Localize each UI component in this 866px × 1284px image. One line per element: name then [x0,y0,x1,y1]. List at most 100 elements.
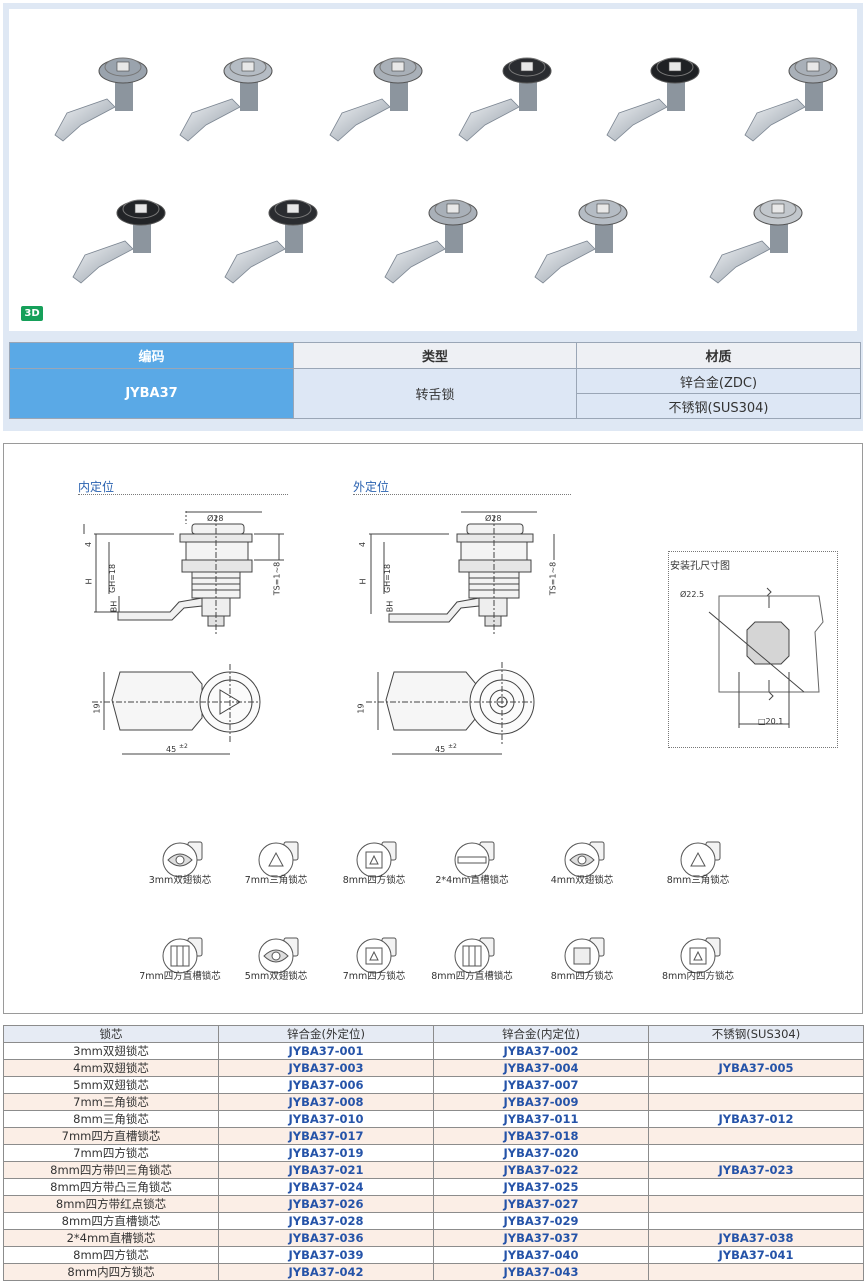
lock-core-icon [162,841,203,878]
part-code-cell: JYBA37-002 [433,1042,649,1060]
part-code-cell: JYBA37-039 [218,1246,434,1264]
lock-core-label: 3mm双翅锁芯 [148,875,212,886]
core-name-cell: 7mm四方锁芯 [3,1144,219,1162]
badge-3d[interactable]: 3D [21,306,43,321]
dim-TS-external: TS=1~8 [548,561,558,596]
dim-H-internal: H [84,578,94,585]
part-code-cell: JYBA37-021 [218,1161,434,1179]
part-code-cell: JYBA37-003 [218,1059,434,1077]
part-code-cell: JYBA37-012 [648,1110,864,1128]
part-code-cell: JYBA37-029 [433,1212,649,1230]
lock-core-label: 7mm四方锁芯 [342,971,406,982]
core-name-cell: 3mm双翅锁芯 [3,1042,219,1060]
dim-TS-internal: TS=1~8 [272,561,282,596]
part-code-cell [648,1093,864,1111]
cam-lock-photo [179,57,273,142]
lock-core-label: 8mm四方锁芯 [550,971,614,982]
lock-core-label: 5mm双翅锁芯 [244,971,308,982]
part-code-cell: JYBA37-008 [218,1093,434,1111]
lock-core-label: 2*4mm直槽锁芯 [435,875,509,886]
part-code-cell: JYBA37-019 [218,1144,434,1162]
cam-lock-photo [54,57,148,142]
part-code-cell: JYBA37-017 [218,1127,434,1145]
lock-core-label: 8mm四方锁芯 [342,875,406,886]
part-code-cell: JYBA37-027 [433,1195,649,1213]
internal-top-view [92,664,261,755]
core-name-cell: 7mm四方直槽锁芯 [3,1127,219,1145]
spec-code: JYBA37 [9,368,294,419]
cam-lock-photo [534,199,628,284]
lock-core-icon [356,841,397,878]
dim-dia28-internal: Ø28 [207,514,224,523]
cam-lock-photo [744,57,838,142]
part-code-cell: JYBA37-042 [218,1263,434,1281]
core-name-cell: 8mm四方带红点锁芯 [3,1195,219,1213]
part-code-cell: JYBA37-040 [433,1246,649,1264]
core-name-cell: 8mm四方带凸三角锁芯 [3,1178,219,1196]
core-name-cell: 8mm内四方锁芯 [3,1263,219,1281]
part-code-cell [648,1076,864,1094]
dim-dia28-external: Ø28 [485,514,502,523]
core-name-cell: 7mm三角锁芯 [3,1093,219,1111]
cam-lock-photo [458,57,552,142]
lock-core-label: 8mm四方直槽锁芯 [431,971,513,982]
spec-material-zdc: 锌合金(ZDC) [576,368,861,394]
external-side-view [369,511,555,634]
cam-lock-photo [72,199,166,284]
lock-core-icon [680,841,721,878]
spec-table: 编码 类型 材质 JYBA37 转舌锁 锌合金(ZDC) 不锈钢(SUS304) [9,342,861,419]
cam-lock-photo [329,57,423,142]
part-code-cell [648,1212,864,1230]
internal-side-view [83,511,284,634]
cam-lock-photo [224,199,318,284]
parts-header-sus: 不锈钢(SUS304) [648,1025,864,1043]
external-top-view [366,662,535,755]
part-code-cell: JYBA37-004 [433,1059,649,1077]
part-code-cell: JYBA37-038 [648,1229,864,1247]
part-code-cell: JYBA37-028 [218,1212,434,1230]
spec-material-sus: 不锈钢(SUS304) [576,393,861,419]
spec-type: 转舌锁 [293,368,577,419]
internal-position-title: 内定位 [78,480,115,494]
core-name-cell: 5mm双翅锁芯 [3,1076,219,1094]
mount-hole-title: 安装孔尺寸图 [670,561,730,572]
part-code-cell [648,1127,864,1145]
dim-19-internal: 19 [92,703,102,714]
dim-dia225: Ø22.5 [680,590,705,599]
lock-core-icon [564,937,605,974]
part-code-cell: JYBA37-009 [433,1093,649,1111]
part-code-cell [648,1263,864,1281]
external-title-rule [353,494,571,495]
external-position-title: 外定位 [353,480,390,494]
lock-core-icon [162,937,203,974]
product-panel: 3D 编码 类型 材质 JYBA37 转舌锁 锌合金(ZDC) 不锈钢(SUS3… [3,3,863,431]
spec-header-code: 编码 [9,342,294,369]
part-code-cell [648,1195,864,1213]
parts-header-zdc-external: 锌合金(外定位) [218,1025,434,1043]
part-code-cell: JYBA37-001 [218,1042,434,1060]
part-code-cell [648,1178,864,1196]
part-code-cell: JYBA37-018 [433,1127,649,1145]
lock-core-label: 8mm三角锁芯 [666,875,730,886]
lock-core-icon [680,937,721,974]
core-name-cell: 4mm双翅锁芯 [3,1059,219,1077]
spec-header-material: 材质 [576,342,861,369]
lock-core-icon [356,937,397,974]
cam-lock-photo [384,199,478,284]
part-code-cell: JYBA37-026 [218,1195,434,1213]
core-name-cell: 2*4mm直槽锁芯 [3,1229,219,1247]
lock-core-icon [258,937,299,974]
dim-BH-external: BH [385,600,395,613]
internal-title-rule [78,494,288,495]
cam-lock-photo [709,199,803,284]
parts-header-core: 锁芯 [3,1025,219,1043]
